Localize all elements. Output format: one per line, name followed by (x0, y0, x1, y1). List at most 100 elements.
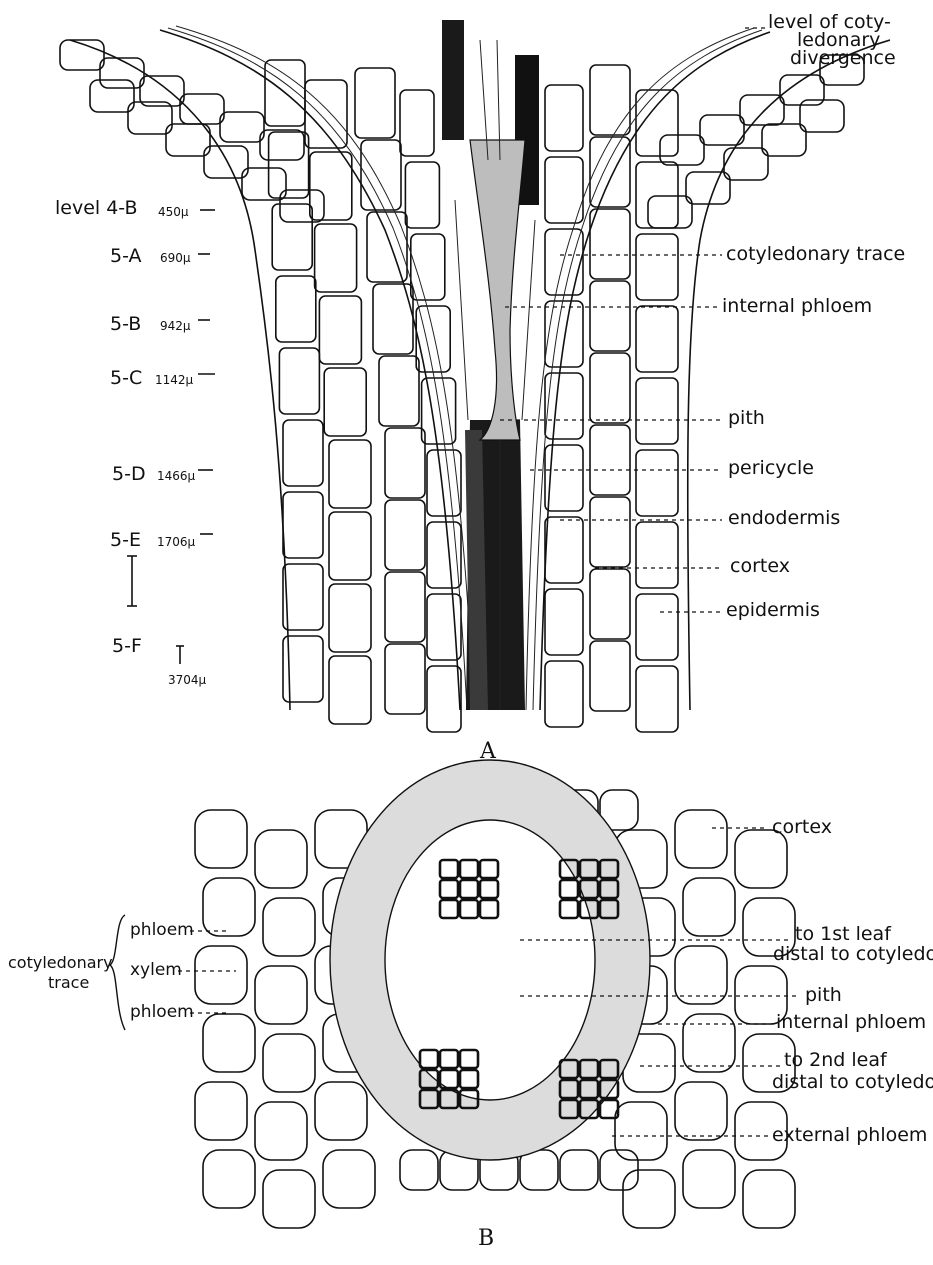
cell (724, 148, 768, 180)
level-4b-value: 450μ (158, 205, 189, 219)
level-5a-value: 690μ (160, 251, 191, 265)
cell (560, 1150, 598, 1190)
level-5e-value: 1706μ (157, 535, 196, 549)
cell (385, 644, 425, 714)
cell (648, 196, 692, 228)
label-b-phloem-bottom: phloem (130, 1002, 194, 1022)
label-level-divergence-3: divergence (790, 47, 896, 69)
label-b-cotyledonary: cotyledonary (8, 953, 113, 972)
cell (276, 276, 316, 342)
cell (590, 281, 630, 351)
cell (743, 1170, 795, 1228)
cell (590, 497, 630, 567)
label-cotyledonary-trace: cotyledonary trace (726, 243, 905, 265)
cell (310, 152, 352, 220)
cell (590, 641, 630, 711)
label-to-second-leaf-1: to 2nd leaf (784, 1049, 888, 1071)
level-5f-name: 5-F (112, 635, 142, 657)
label-to-first-leaf-1: to 1st leaf (795, 923, 892, 945)
level-5f-value: 3704μ (168, 673, 207, 687)
cell (683, 878, 735, 936)
cell (385, 572, 425, 642)
cell (323, 1150, 375, 1208)
cell (385, 500, 425, 570)
level-4b-name: level 4-B (55, 197, 138, 219)
cell (545, 589, 583, 655)
cell (355, 68, 395, 138)
cell (636, 666, 678, 732)
label-to-first-leaf-2: distal to cotyledon (773, 943, 933, 965)
level-5b-name: 5-B (110, 313, 141, 335)
cell (195, 810, 247, 868)
cell (427, 666, 461, 732)
label-b-trace: trace (48, 973, 89, 992)
cell (280, 190, 324, 222)
cell (329, 440, 371, 508)
cell (324, 368, 366, 436)
cell (180, 94, 224, 124)
cell (700, 115, 744, 145)
cell (361, 140, 401, 210)
cell (545, 229, 583, 295)
cell (385, 428, 425, 498)
cell (545, 661, 583, 727)
level-5c-name: 5-C (110, 367, 142, 389)
cell (683, 1150, 735, 1208)
level-markers: level 4-B 450μ 5-A 690μ 5-B 942μ 5-C 114… (55, 197, 215, 687)
cell (203, 878, 255, 936)
cell (416, 306, 450, 372)
label-b-phloem-top: phloem (130, 920, 194, 940)
label-cortex-a: cortex (730, 555, 790, 577)
cell (590, 425, 630, 495)
cell (255, 966, 307, 1024)
cell (590, 353, 630, 423)
level-5d-value: 1466μ (157, 469, 196, 483)
label-endodermis: endodermis (728, 507, 840, 529)
cell (405, 162, 439, 228)
cell (195, 1082, 247, 1140)
cell (590, 209, 630, 279)
cell (675, 1082, 727, 1140)
cell (263, 1170, 315, 1228)
cell (255, 1102, 307, 1160)
cell (367, 212, 407, 282)
cell (636, 162, 678, 228)
cell (590, 569, 630, 639)
cell (590, 65, 630, 135)
cell (400, 90, 434, 156)
label-b-internal-phloem: internal phloem (776, 1011, 926, 1033)
cell (283, 492, 323, 558)
label-b-xylem: xylem (130, 960, 182, 980)
cell (329, 584, 371, 652)
cell (166, 124, 210, 156)
cell (195, 946, 247, 1004)
level-5b-value: 942μ (160, 319, 191, 333)
cell (203, 1150, 255, 1208)
cell (329, 656, 371, 724)
cell (315, 1082, 367, 1140)
label-external-phloem: external phloem (772, 1124, 927, 1146)
level-5a-name: 5-A (110, 245, 142, 267)
cell (242, 168, 286, 200)
label-cortex-b: cortex (772, 816, 832, 838)
cell (272, 204, 312, 270)
cell (636, 378, 678, 444)
label-b-pith: pith (805, 984, 842, 1006)
cell (636, 306, 678, 372)
cell (260, 130, 304, 160)
cell (636, 450, 678, 516)
cell (283, 564, 323, 630)
cell (545, 157, 583, 223)
cell (545, 517, 583, 583)
cell (623, 1170, 675, 1228)
cell (204, 146, 248, 178)
panel-b-label: B (478, 1226, 494, 1251)
cell (379, 356, 419, 426)
cell (220, 112, 264, 142)
cell (255, 830, 307, 888)
cell (203, 1014, 255, 1072)
label-to-second-leaf-2: distal to cotyledon (772, 1071, 933, 1093)
cell (315, 224, 357, 292)
label-pericycle: pericycle (728, 457, 814, 479)
